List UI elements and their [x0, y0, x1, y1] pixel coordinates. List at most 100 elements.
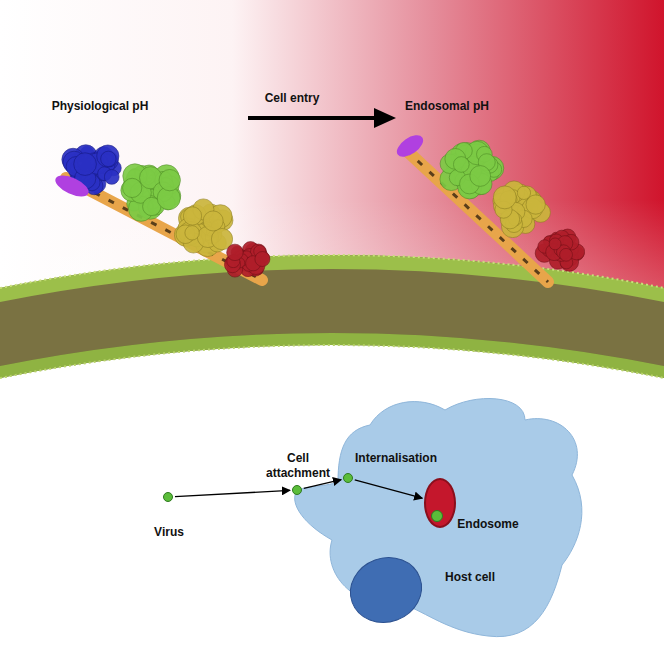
protein-atom — [243, 252, 259, 268]
protein-atom — [200, 225, 215, 240]
protein-atom — [549, 238, 561, 250]
protein-atom — [505, 215, 522, 232]
protein-atom — [538, 240, 552, 254]
cell-entry-arrowhead — [374, 108, 396, 128]
protein-atom — [159, 169, 180, 190]
protein-atom — [454, 170, 470, 186]
protein-atom — [146, 172, 171, 197]
protein-atom — [440, 168, 463, 191]
protein-atom — [564, 254, 576, 266]
lipid-heads — [0, 255, 664, 288]
membrane-outer-leaflet — [0, 255, 664, 302]
protein-atom — [178, 225, 199, 246]
protein-atom — [518, 194, 534, 210]
protein-atom — [250, 244, 266, 260]
protein-atom — [238, 255, 254, 271]
node-label: Host cell — [430, 570, 510, 584]
protein-atom — [518, 186, 537, 205]
protein-atom — [137, 178, 161, 202]
protein-atom — [135, 165, 149, 179]
protein-atom — [193, 199, 214, 220]
protein-atom — [495, 187, 517, 209]
protein-atom — [203, 211, 223, 231]
protein-atom — [198, 223, 210, 235]
protein-atom — [143, 197, 161, 215]
protein-atom — [518, 203, 531, 216]
protein-atom — [95, 153, 115, 173]
protein-atom — [246, 252, 258, 264]
protein-atom — [144, 201, 160, 217]
protein-atom — [188, 229, 206, 247]
protein-atom — [161, 182, 177, 198]
protein-atom — [446, 155, 465, 174]
protein-atom — [148, 198, 165, 215]
protein-atom — [198, 217, 219, 238]
protein-atom — [183, 207, 201, 225]
protein-atom — [245, 246, 261, 262]
protein-atom — [197, 226, 218, 247]
movement-arrow — [355, 480, 423, 498]
protein-atom — [88, 157, 104, 173]
protein-atom — [78, 154, 95, 171]
protein-atom — [203, 219, 220, 236]
protein-atom — [481, 157, 498, 174]
protein-atom — [471, 173, 492, 194]
protein-atom — [253, 251, 268, 266]
protein-atom — [186, 208, 204, 226]
protein-atom — [501, 211, 514, 224]
virus-particle: Virus — [163, 492, 173, 502]
protein-atom — [232, 249, 250, 267]
protein-atom — [211, 228, 232, 249]
protein-atom — [551, 232, 561, 242]
protein-atom — [455, 145, 479, 169]
protein-atom — [465, 141, 488, 164]
protein-atom — [500, 209, 519, 228]
protein-atom — [556, 245, 570, 259]
protein-atom — [94, 147, 113, 166]
protein-atom — [208, 234, 226, 252]
protein-atom — [81, 146, 94, 159]
protein-atom — [187, 229, 200, 242]
ph-fade — [0, 200, 664, 320]
protein-atom — [505, 204, 524, 223]
protein-atom — [81, 171, 98, 188]
protein-atom — [509, 187, 528, 206]
protein-atom — [142, 189, 162, 209]
movement-arrow — [175, 490, 290, 496]
protein-atom — [551, 240, 562, 251]
protein-atom — [88, 151, 105, 168]
protein-atom — [66, 157, 86, 177]
protein-atom — [512, 184, 530, 202]
protein-atom — [493, 193, 509, 209]
protein-atom — [235, 258, 245, 268]
endosome: Endosome — [424, 478, 456, 528]
protein-atom — [98, 167, 112, 181]
protein-atom — [246, 256, 261, 271]
protein-atom — [241, 249, 259, 267]
protein-atom — [70, 170, 93, 193]
peptide — [52, 171, 91, 201]
protein-atom — [127, 169, 144, 186]
protein-atom — [247, 257, 265, 275]
protein-atom — [248, 253, 260, 265]
protein-atom — [140, 169, 156, 185]
protein-atom — [183, 233, 203, 253]
protein-atom — [74, 153, 97, 176]
protein-atom — [227, 262, 242, 277]
protein-atom — [209, 205, 232, 228]
protein-atom — [97, 145, 119, 167]
protein-atom — [519, 207, 536, 224]
protein-atom — [460, 174, 480, 194]
protein-atom — [176, 225, 195, 244]
protein-atom — [526, 191, 540, 205]
protein-atom — [132, 187, 150, 205]
protein-atom — [522, 198, 543, 219]
protein-atom — [256, 252, 267, 263]
protein-atom — [123, 164, 147, 188]
protein-atom — [482, 164, 499, 181]
attached-virus: Cell attachment — [292, 485, 302, 495]
protein-atom — [227, 244, 243, 260]
protein-atom — [451, 143, 475, 167]
protein-atom — [560, 253, 578, 271]
protein-atom — [456, 142, 473, 159]
